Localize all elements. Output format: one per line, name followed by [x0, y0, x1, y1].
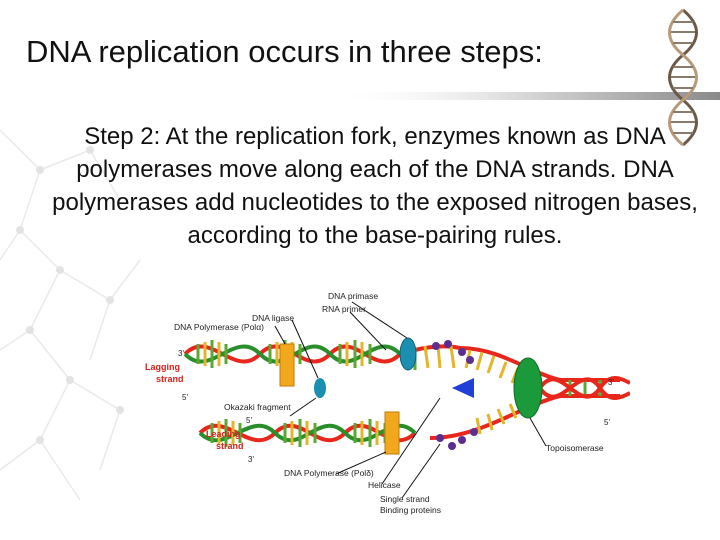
label-dna-primase: DNA primase: [328, 291, 378, 301]
label-leading-5-prime: 5': [246, 416, 252, 425]
helicase: [452, 378, 474, 398]
lagging-strand-helix: [183, 340, 461, 370]
label-lagging-5-prime: 5': [182, 393, 188, 402]
label-topoisomerase: Topoisomerase: [546, 443, 604, 453]
label-helicase: Helicase: [368, 480, 401, 490]
slide-title: DNA replication occurs in three steps:: [26, 34, 543, 69]
label-binding-proteins: Binding proteins: [380, 505, 441, 515]
dna-ligase: [314, 378, 326, 398]
replication-fork-diagram: DNA primase RNA primer DNA Polymerase (P…: [145, 291, 630, 515]
label-dna-polymerase-alpha: DNA Polymerase (Polα): [174, 322, 264, 332]
label-lagging-3-prime: 3': [178, 349, 184, 358]
dna-helix-icon: [668, 8, 698, 147]
dna-primase: [399, 337, 417, 371]
slide-body-text: Step 2: At the replication fork, enzymes…: [52, 123, 698, 249]
label-lagging-line2: strand: [156, 374, 184, 384]
label-leader-lines: [274, 301, 547, 499]
label-right-5-prime: 5': [604, 418, 610, 427]
label-okazaki-fragment: Okazaki fragment: [224, 402, 291, 412]
parental-helix: [538, 376, 630, 400]
leading-strand-helix: [198, 419, 417, 447]
label-leading-line1: Leading: [206, 429, 241, 439]
label-leading-line2: strand: [216, 441, 244, 451]
dna-polymerase-delta: [384, 411, 400, 455]
label-dna-polymerase-delta: DNA Polymerase (Polδ): [284, 468, 374, 478]
topoisomerase: [513, 357, 543, 419]
label-single-strand: Single strand: [380, 494, 430, 504]
label-right-3-prime: 3': [608, 378, 614, 387]
label-lagging-line1: Lagging: [145, 362, 180, 372]
dna-polymerase-alpha: [279, 343, 295, 387]
title-divider-bar: [330, 92, 720, 100]
label-rna-primer: RNA primer: [322, 304, 366, 314]
background-network-nodes: [16, 146, 124, 444]
single-strand-binding-proteins: [432, 340, 478, 450]
label-leading-3-prime: 3': [248, 455, 254, 464]
label-dna-ligase: DNA ligase: [252, 313, 294, 323]
